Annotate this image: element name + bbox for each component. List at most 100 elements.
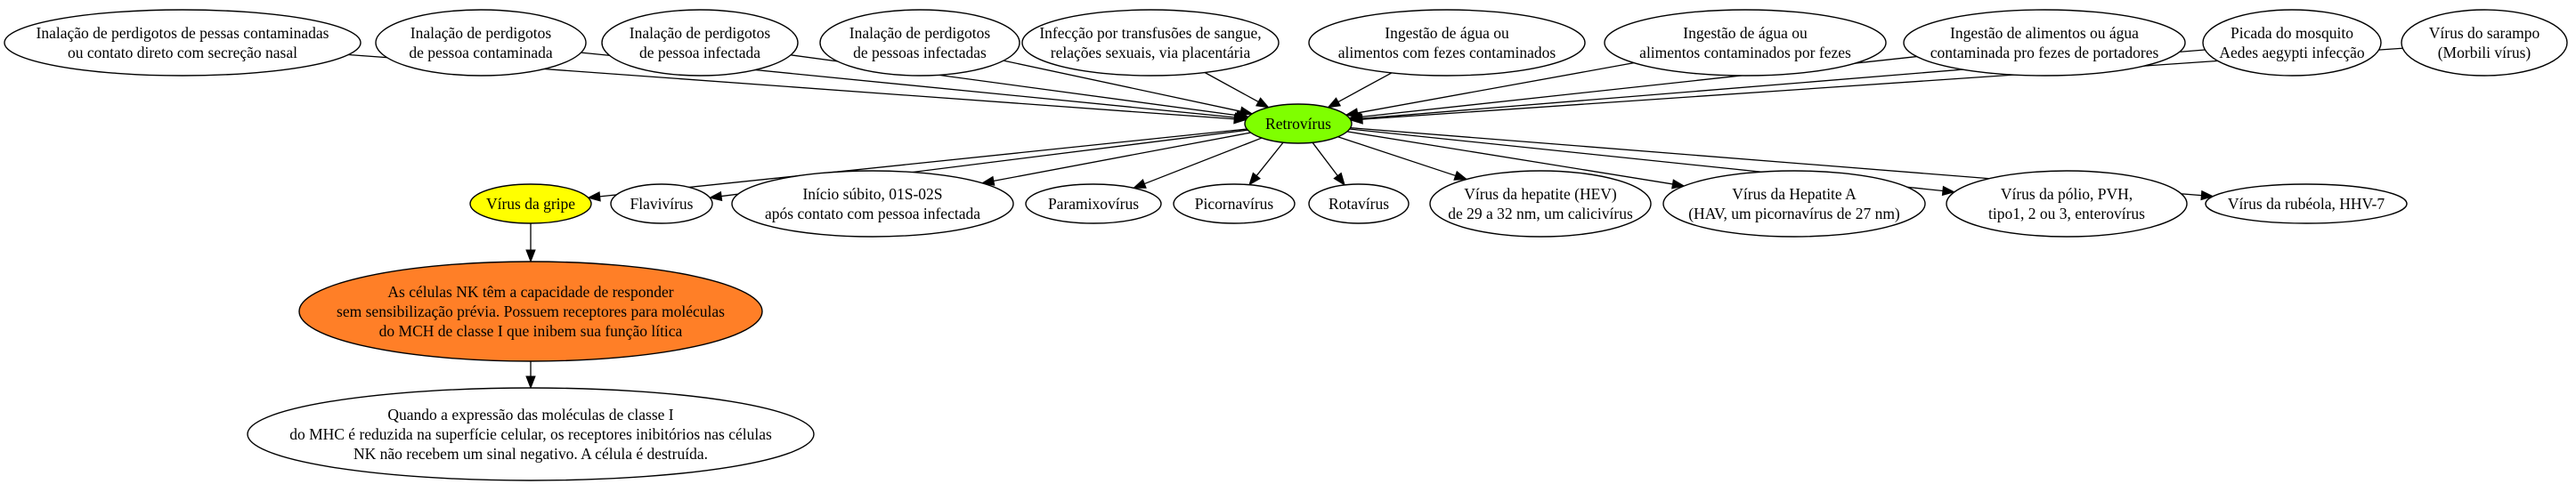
node-label: ou contato direto com secreção nasal [68, 44, 297, 61]
node-shape [1173, 183, 1296, 224]
node-rota: Rotavírus [1308, 183, 1410, 224]
node-hev: Vírus da hepatite (HEV) de 29 a 32 nm, um… [1429, 170, 1652, 238]
arrowhead [525, 375, 536, 390]
edge-hub-to-hev [1337, 136, 1468, 181]
edge-line [1144, 137, 1263, 185]
node-shape [2401, 9, 2568, 77]
edge-src6-to-hub [1327, 72, 1393, 109]
node-paramix: Paramixovírus [1025, 183, 1162, 224]
arrowhead [1671, 179, 1686, 190]
edge-line [1337, 72, 1393, 103]
arrowhead [980, 175, 995, 186]
node-shape [1429, 170, 1652, 238]
edge-hub-to-inicio [980, 132, 1251, 186]
arrowhead [587, 191, 601, 202]
edge-src5-to-hub [1204, 71, 1270, 109]
node-src10: Vírus do sarampo (Morbili vírus) [2401, 9, 2568, 77]
edge-line [1346, 131, 1673, 185]
node-polio: Vírus da pólio, PVH, tipo1, 2 ou 3, enter… [1946, 170, 2188, 238]
node-shape [1308, 9, 1586, 77]
edge-hub-to-gripe [587, 128, 1247, 202]
node-label: Ingestão de alimentos ou água [1950, 24, 2139, 42]
node-hav: Vírus da Hepatite A(HAV, um picornavírus… [1662, 170, 1926, 238]
node-label: Rotavírus [1329, 195, 1389, 213]
node-label: Início súbito, 01S-02S [802, 185, 942, 203]
node-label: de pessoa infectada [639, 44, 760, 61]
node-label: do MHC é reduzida na superfície celular,… [289, 425, 772, 443]
node-src4: Inalação de perdigotos de pessoas infecta… [819, 9, 1020, 77]
edge-line [1255, 141, 1284, 176]
node-label: Ingestão de água ou [1385, 24, 1509, 42]
edge-line [1337, 136, 1456, 177]
edge-src4-to-hub [1003, 60, 1254, 117]
arrowhead [1349, 114, 1363, 125]
node-shape [2202, 9, 2382, 77]
node-picorna: Picornavírus [1173, 183, 1296, 224]
node-label: tipo1, 2 ou 3, enterovírus [1988, 205, 2145, 222]
node-label: do MCH de classe I que inibem sua função… [379, 322, 683, 340]
arrowhead [1248, 172, 1261, 186]
edge-hub-to-rota [1312, 141, 1345, 187]
edge-nk-to-mhc [525, 361, 536, 390]
node-label: Ingestão de água ou [1683, 24, 1808, 42]
node-label: Infecção por transfusões de sangue, [1039, 24, 1261, 42]
node-rubeola: Vírus da rubéola, HHV-7 [2205, 183, 2408, 224]
node-shape [4, 9, 362, 77]
node-label: relações sexuais, via placentária [1051, 44, 1251, 61]
edge-line [1204, 71, 1259, 103]
node-label: Vírus da rubéola, HHV-7 [2228, 195, 2385, 213]
node-shape [731, 170, 1014, 238]
node-label: NK não recebem um sinal negativo. A célu… [353, 445, 708, 463]
node-shape [1308, 183, 1410, 224]
node-label: Picornavírus [1195, 195, 1274, 213]
node-shape [1244, 103, 1353, 144]
arrowhead [525, 249, 536, 263]
node-shape [610, 183, 713, 224]
node-label: Inalação de perdigotos [849, 24, 991, 42]
node-label: As células NK têm a capacidade de respon… [387, 283, 673, 301]
arrowhead [1239, 106, 1254, 117]
edge-line [1312, 141, 1338, 176]
node-label: Vírus da pólio, PVH, [2001, 185, 2133, 203]
node-shape [247, 387, 815, 481]
node-shape [1903, 9, 2186, 77]
node-src7: Ingestão de água ou alimentos contaminado… [1604, 9, 1887, 77]
node-shape [1946, 170, 2188, 238]
node-label: Vírus do sarampo [2429, 24, 2540, 42]
node-label: contaminada pro fezes de portadores [1930, 44, 2159, 61]
edge-line [1357, 62, 1635, 114]
node-label: Vírus da gripe [486, 195, 575, 213]
node-label: Picada do mosquito [2231, 24, 2353, 42]
arrowhead [1941, 185, 1956, 197]
node-label: sem sensibilização prévia. Possuem recep… [337, 302, 725, 320]
node-label: de 29 a 32 nm, um calicivírus [1448, 205, 1633, 222]
node-shape [819, 9, 1020, 77]
arrowhead [708, 190, 723, 202]
node-hub: Retrovírus [1244, 103, 1353, 144]
node-label: Inalação de perdigotos [410, 24, 552, 42]
node-shape [1025, 183, 1162, 224]
node-flavi: Flavivírus [610, 183, 713, 224]
node-label: Vírus da hepatite (HEV) [1464, 185, 1617, 203]
node-src2: Inalação de perdigotos de pessoa contamin… [375, 9, 587, 77]
node-shape [1662, 170, 1926, 238]
node-gripe: Vírus da gripe [469, 183, 592, 224]
arrowhead [1333, 172, 1345, 187]
arrowhead [2200, 190, 2214, 201]
node-mhc: Quando a expressão das moléculas de clas… [247, 387, 815, 481]
node-shape [1021, 9, 1280, 77]
node-label: (Morbili vírus) [2438, 44, 2531, 61]
node-label: de pessoas infectadas [853, 44, 987, 61]
node-label: Paramixovírus [1048, 195, 1139, 213]
node-label: (HAV, um picornavírus de 27 nm) [1688, 205, 1900, 222]
node-src8: Ingestão de alimentos ou água contaminada… [1903, 9, 2186, 77]
node-shape [2205, 183, 2408, 224]
node-label: alimentos contaminados por fezes [1639, 44, 1851, 61]
edge-line [599, 128, 1247, 198]
node-label: de pessoa contaminada [409, 44, 553, 61]
edge-hub-to-picorna [1248, 141, 1284, 186]
node-label: alimentos com fezes contaminados [1338, 44, 1556, 61]
node-label: Flavivírus [630, 195, 694, 213]
